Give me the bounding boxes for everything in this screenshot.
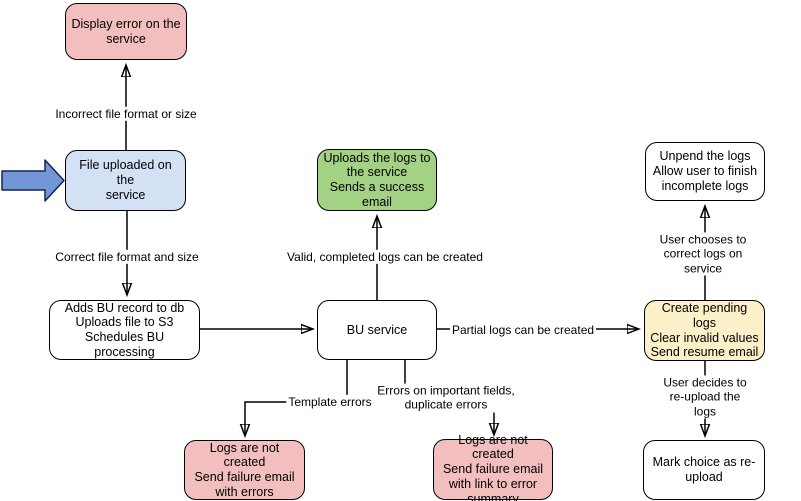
node-mark-choice-reupload: Mark choice as re- upload	[643, 440, 765, 500]
node-uploads-logs-success: Uploads the logs to the service Sends a …	[317, 149, 437, 211]
edge-label-template-errors: Template errors	[286, 394, 374, 410]
edge-label-correct-format: Correct file format and size	[53, 249, 201, 265]
edge-label-partial-logs: Partial logs can be created	[449, 322, 597, 338]
node-unpend-logs: Unpend the logs Allow user to finish inc…	[645, 142, 765, 201]
edge-label-important-errors: Errors on important fields, duplicate er…	[375, 383, 517, 413]
edge-label-user-reuploads: User decides to re-upload the logs	[657, 375, 753, 419]
node-file-uploaded: File uploaded on the service	[65, 150, 186, 211]
node-create-pending-logs: Create pending logs Clear invalid values…	[644, 300, 765, 361]
node-logs-not-created-errors: Logs are not created Send failure email …	[184, 440, 305, 500]
entry-arrow-icon	[1, 159, 65, 202]
edge-label-user-corrects: User chooses to correct logs on service	[654, 232, 752, 276]
node-display-error: Display error on the service	[65, 3, 187, 60]
node-logs-not-created-summary: Logs are not created Send failure email …	[433, 433, 553, 501]
node-bu-service: BU service	[317, 300, 437, 360]
node-adds-bu-record: Adds BU record to db Uploads file to S3 …	[49, 300, 200, 360]
edge-label-valid-logs: Valid, completed logs can be created	[285, 249, 485, 265]
edge-label-incorrect-format: Incorrect file format or size	[53, 106, 199, 122]
